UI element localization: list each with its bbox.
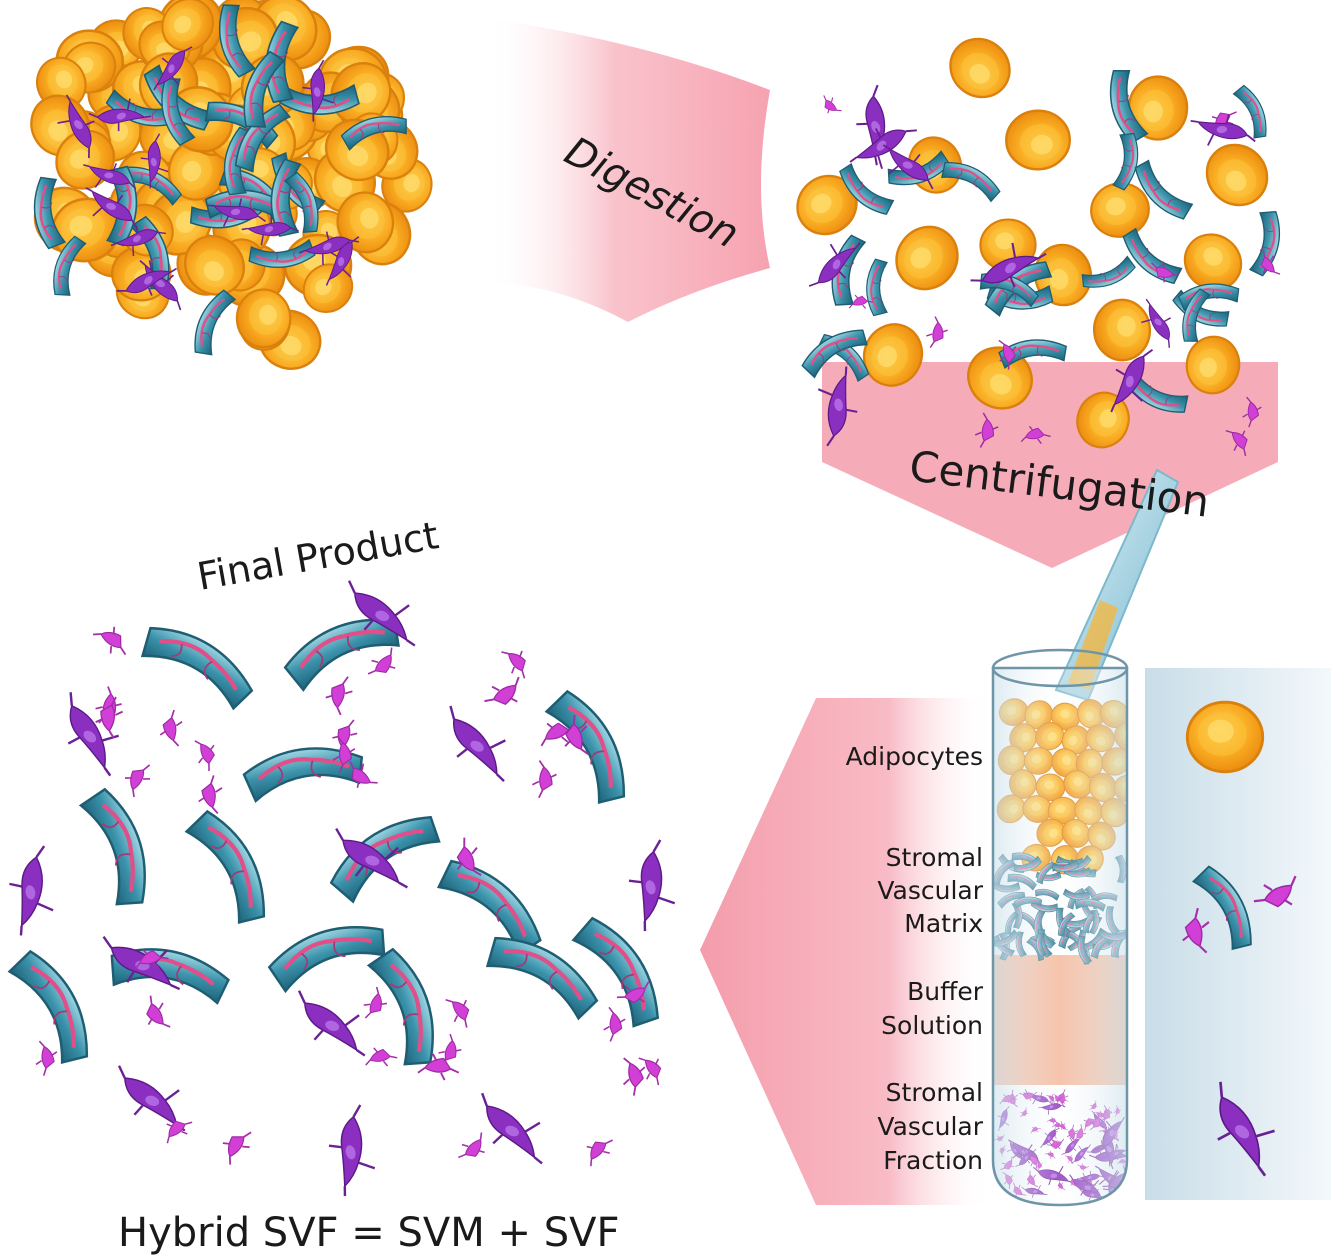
- svf-cell: [134, 991, 179, 1038]
- layer-label-svm-1: Stromal: [886, 843, 983, 872]
- svf-cell: [528, 757, 561, 800]
- stromal-cell: [619, 838, 684, 933]
- matrix-fiber: [264, 912, 391, 993]
- stromal-cell: [925, 315, 949, 349]
- svf-cell: [454, 1126, 494, 1169]
- transfer-arrow: [700, 698, 990, 1205]
- component-zoom-panel: [1145, 668, 1331, 1200]
- layer-label-svf-1: Stromal: [886, 1078, 983, 1107]
- layer-label-svf-3: Fraction: [883, 1146, 983, 1175]
- svf-cell: [598, 1004, 630, 1043]
- svf-cell: [438, 988, 482, 1032]
- stromal-cell: [43, 691, 137, 779]
- adipocyte: [1003, 107, 1073, 173]
- svf-cell: [186, 732, 226, 775]
- matrix-fiber: [6, 944, 103, 1069]
- panel-adipocyte: [1185, 700, 1265, 774]
- svf-cell: [215, 1122, 257, 1170]
- matrix-fiber: [186, 284, 238, 360]
- matrix-fiber: [323, 802, 445, 905]
- adipocyte: [937, 25, 1023, 111]
- svf-cell: [363, 641, 405, 686]
- layer-label-svm-2: Vascular: [877, 876, 983, 905]
- adipocyte: [1193, 131, 1281, 219]
- final-product-mixture: [2, 579, 684, 1198]
- svf-cell: [153, 707, 190, 751]
- svf-cell: [29, 1036, 64, 1078]
- adipocyte: [234, 287, 293, 350]
- svf-cell: [324, 675, 354, 717]
- stromal-cell: [283, 989, 380, 1060]
- layer-label-svm-3: Matrix: [904, 909, 983, 938]
- hybrid-svf-formula: Hybrid SVF = SVM + SVF: [118, 1210, 619, 1256]
- layer-label-buffer-1: Buffer: [907, 977, 984, 1006]
- digestion-arrow: [484, 18, 770, 322]
- final-product-label: Final Product: [194, 513, 442, 599]
- svf-cell: [360, 984, 391, 1023]
- stromal-cell: [463, 1091, 560, 1167]
- svf-cell: [578, 1129, 618, 1172]
- test-tube: [991, 648, 1129, 1207]
- adipocyte: [882, 213, 972, 303]
- svf-cell: [360, 1040, 400, 1075]
- layer-label-buffer-2: Solution: [881, 1011, 983, 1040]
- matrix-fiber: [183, 804, 280, 929]
- centrifugation-arrow: [822, 362, 1278, 568]
- svf-cell: [119, 758, 155, 801]
- stromal-cell: [2, 844, 60, 938]
- svf-cell: [192, 773, 229, 819]
- matrix-fiber: [865, 258, 889, 317]
- svf-cell: [479, 667, 532, 719]
- matrix-fiber: [136, 615, 261, 712]
- matrix-fiber: [78, 784, 159, 911]
- matrix-fiber: [543, 684, 640, 809]
- matrix-fiber: [433, 850, 552, 959]
- layer-label-svf-2: Vascular: [877, 1112, 983, 1141]
- stromal-cell: [816, 92, 846, 120]
- adipose-tissue-cluster: [19, 0, 439, 380]
- svf-cell: [494, 640, 538, 683]
- adipocyte: [1090, 296, 1154, 364]
- svf-cell: [88, 619, 135, 660]
- stromal-cell: [428, 704, 525, 785]
- layer-label-adipocytes: Adipocytes: [846, 742, 983, 771]
- stromal-cell: [103, 1064, 200, 1135]
- svf-cell: [612, 1050, 655, 1099]
- stromal-cell: [319, 1103, 384, 1198]
